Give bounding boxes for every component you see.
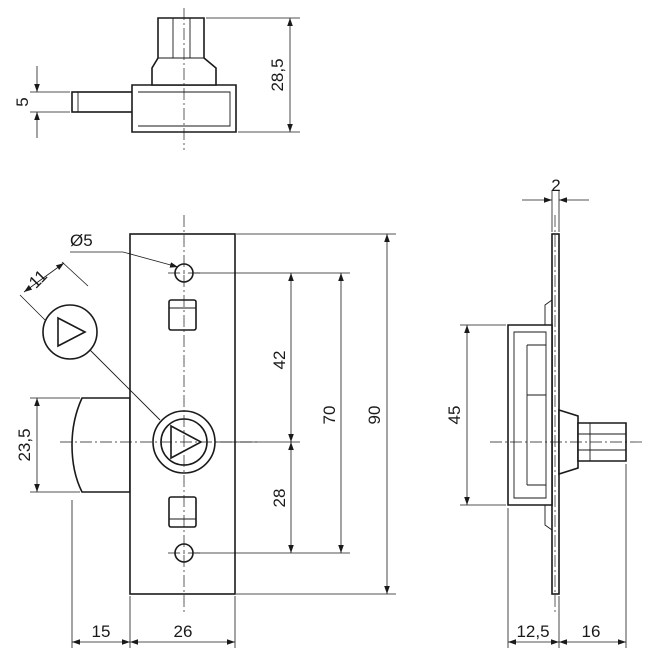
dim-42: 42	[270, 351, 289, 370]
dim-dia-5: Ø5	[70, 231, 93, 250]
dim-28-5: 28,5	[268, 58, 287, 91]
dim-12-5: 12,5	[516, 622, 549, 641]
dim-5: 5	[13, 97, 32, 106]
dim-2: 2	[551, 176, 560, 195]
dim-28: 28	[270, 489, 289, 508]
top-view-pin	[71, 91, 137, 113]
front-view: Ø5 11 23,5 42 28 70 90 15	[15, 215, 396, 648]
dim-23-5: 23,5	[15, 428, 34, 461]
side-plate	[551, 233, 560, 595]
detail-button	[42, 304, 98, 360]
dim-15: 15	[92, 622, 111, 641]
top-view: 28,5 5	[13, 8, 300, 150]
slot-top	[168, 299, 197, 331]
push-button-triangle	[170, 424, 203, 460]
dim-45: 45	[445, 406, 464, 425]
mounting-plate	[129, 233, 236, 595]
side-shaft	[558, 408, 579, 476]
push-button-inner	[160, 418, 208, 466]
dim-16: 16	[582, 622, 601, 641]
dim-70: 70	[320, 406, 339, 425]
dim-90: 90	[365, 406, 384, 425]
dim-26: 26	[174, 622, 193, 641]
side-housing	[507, 324, 553, 506]
side-lever	[71, 397, 131, 493]
side-view: 2 45 12,5 16	[445, 176, 645, 648]
slot-bottom	[168, 496, 197, 528]
